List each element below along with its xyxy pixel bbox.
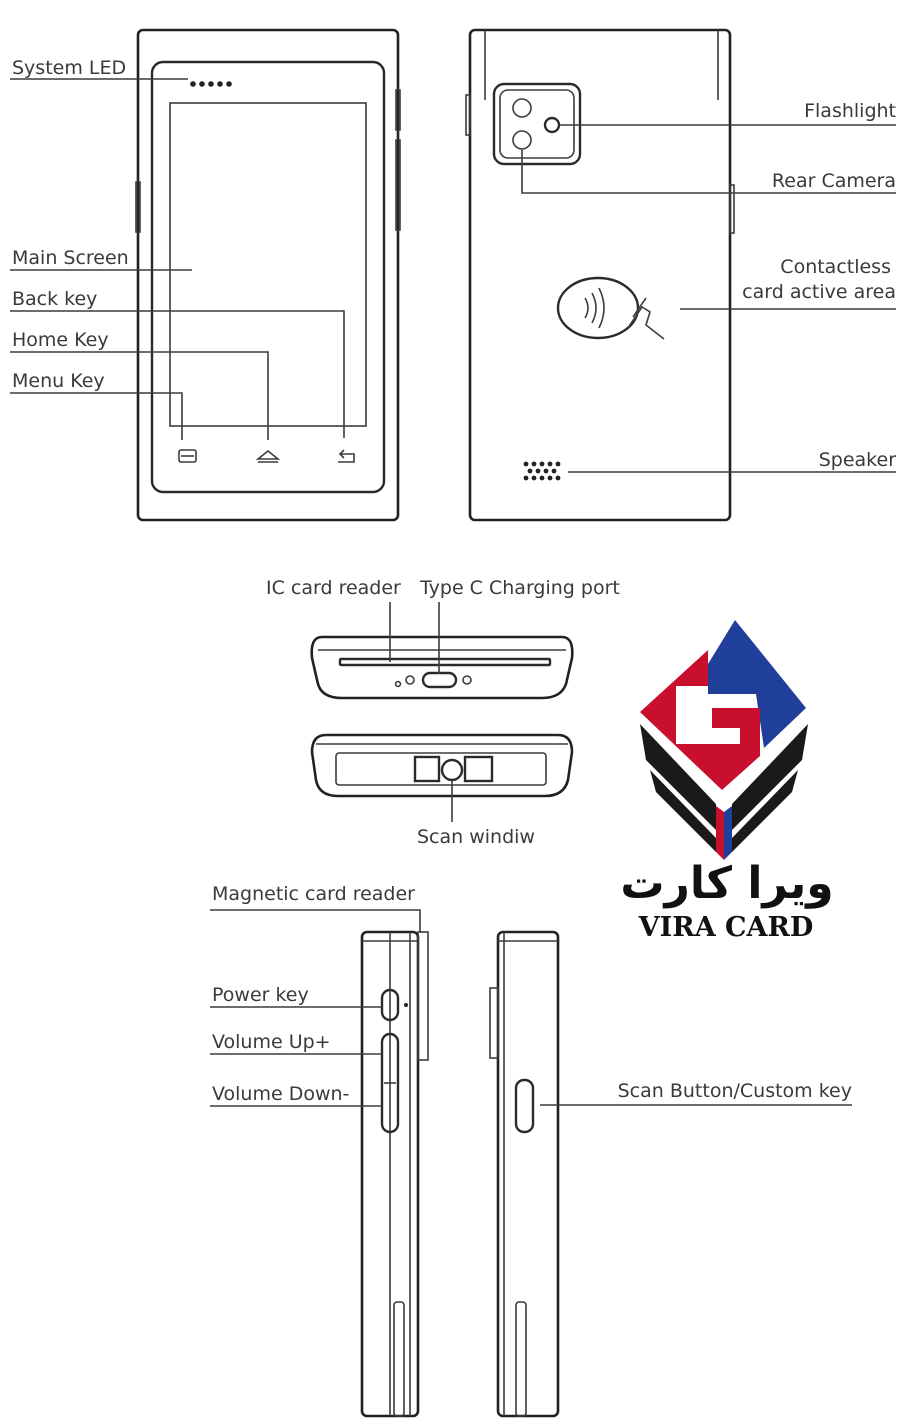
logo-red-shape: [640, 650, 760, 790]
back-key-icon: [338, 449, 355, 463]
magnetic-card-slot: [417, 931, 429, 1061]
front-view: System LED Main Screen Back key Home Key…: [10, 28, 401, 522]
label-volume-down: Volume Down-: [212, 1083, 349, 1105]
label-flashlight: Flashlight: [804, 100, 896, 122]
label-power-key: Power key: [212, 984, 309, 1006]
home-key-icon: [255, 449, 281, 463]
brand-name-fa: ویرا کارت: [620, 858, 833, 909]
vira-card-logo: ویرا کارت VIRA CARD: [620, 620, 834, 943]
menu-key-icon: [178, 449, 197, 463]
label-ic-card-reader: IC card reader: [266, 577, 401, 599]
logo-stem-blue: [724, 806, 732, 860]
label-type-c: Type C Charging port: [419, 577, 620, 599]
label-main-screen: Main Screen: [12, 247, 129, 269]
label-scan-button: Scan Button/Custom key: [618, 1080, 852, 1102]
rear-camera-module: [492, 82, 582, 166]
contactless-icon: [556, 276, 665, 340]
label-contactless-2: card active area: [742, 281, 896, 303]
rear-camera-lens: [512, 130, 532, 150]
logo-blue-shape: [708, 620, 806, 748]
label-contactless-1: Contactless: [780, 256, 891, 278]
system-led: [190, 81, 232, 87]
label-speaker: Speaker: [819, 449, 896, 471]
brand-name-en: VIRA CARD: [638, 912, 814, 943]
label-scan-window: Scan windiw: [417, 826, 535, 848]
label-volume-up: Volume Up+: [212, 1031, 331, 1053]
back-view: Flashlight Rear Camera Contactless card …: [465, 28, 896, 522]
ic-card-slot: [338, 657, 552, 667]
label-back-key: Back key: [12, 288, 97, 310]
flashlight-lens: [543, 116, 561, 134]
volume-key: [380, 1032, 400, 1134]
logo-black-left: [640, 724, 716, 830]
label-menu-key: Menu Key: [12, 370, 105, 392]
power-key: [380, 988, 400, 1022]
label-magnetic-card-reader: Magnetic card reader: [212, 883, 415, 905]
label-rear-camera: Rear Camera: [772, 170, 896, 192]
speaker-grille: [523, 461, 561, 481]
left-side-view: Magnetic card reader Power key Volume Up…: [210, 883, 429, 1418]
label-system-led: System LED: [12, 57, 126, 79]
label-home-key: Home Key: [12, 329, 109, 351]
scan-button: [514, 1078, 535, 1134]
logo-black-right: [732, 724, 808, 830]
top-view: Scan windiw: [310, 733, 574, 848]
right-side-view: Scan Button/Custom key: [489, 930, 852, 1418]
bottom-view: IC card reader Type C Charging port: [266, 577, 620, 700]
logo-stem-red: [716, 806, 724, 860]
